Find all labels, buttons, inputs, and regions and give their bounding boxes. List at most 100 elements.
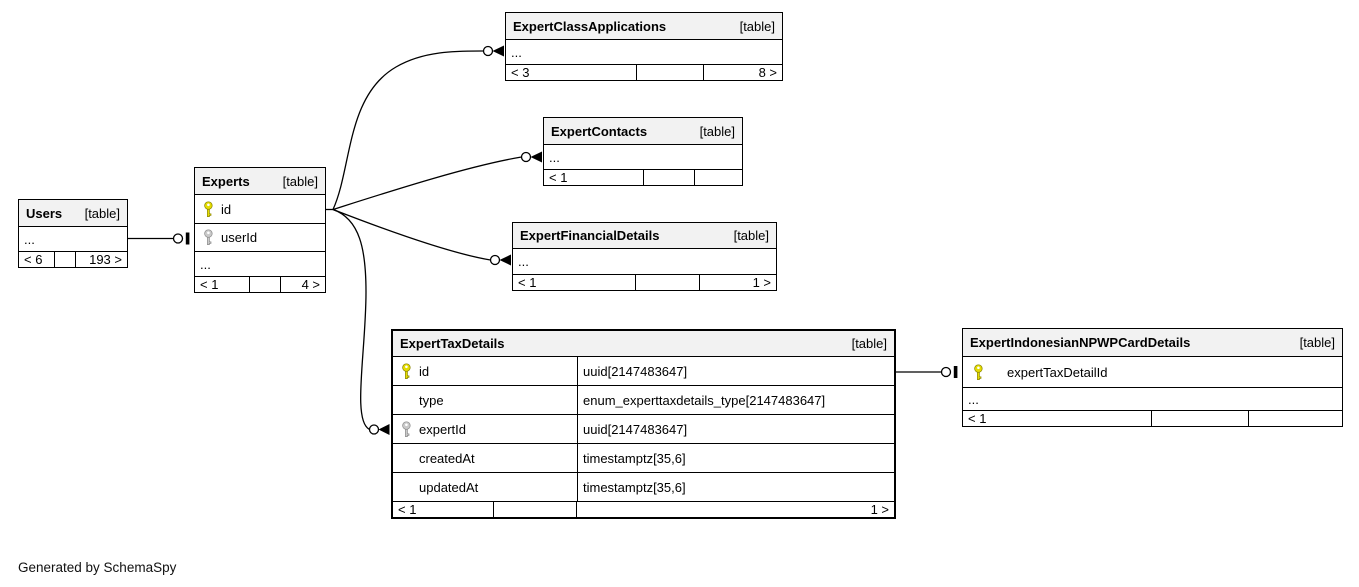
row-label: expertTaxDetailId xyxy=(1007,364,1108,380)
footer-rows-count: 193 > xyxy=(75,252,127,267)
footer-rows-count: 1 > xyxy=(576,502,894,517)
table-row: userId xyxy=(195,224,325,252)
table-expert-indonesian-npwp-card-details[interactable]: ExpertIndonesianNPWPCardDetails [table] … xyxy=(962,328,1343,427)
table-row: ... xyxy=(544,145,742,170)
row-label: id xyxy=(221,201,232,217)
table-row: ... xyxy=(19,227,127,252)
table-users-header[interactable]: Users [table] xyxy=(19,200,127,227)
cardinality-circle xyxy=(172,233,184,244)
table-name: ExpertTaxDetails xyxy=(400,336,505,351)
footer-children-count: < 1 xyxy=(398,502,417,517)
cardinality-crow xyxy=(378,424,390,435)
row-label: expertId xyxy=(419,421,466,437)
generated-by-note: Generated by SchemaSpy xyxy=(18,560,177,575)
table-tag: [table] xyxy=(739,18,775,34)
row-label: id xyxy=(419,363,430,379)
cardinality-circle xyxy=(489,254,501,266)
footer-children-count: < 1 xyxy=(968,411,987,426)
table-tag: [table] xyxy=(733,228,769,243)
row-type: uuid[2147483647] xyxy=(577,357,894,385)
footer-rows-count: 8 > xyxy=(703,65,782,80)
table-footer: < 1 4 > xyxy=(195,277,325,292)
table-name: ExpertFinancialDetails xyxy=(520,228,660,243)
table-expert-financial-details-header[interactable]: ExpertFinancialDetails [table] xyxy=(513,223,776,249)
table-footer: < 6 193 > xyxy=(19,252,127,267)
table-row: id xyxy=(195,195,325,224)
table-tag: [table] xyxy=(699,123,735,139)
table-footer: < 1 xyxy=(963,411,1342,426)
foreign-key-icon xyxy=(195,229,221,246)
table-users[interactable]: Users [table] ... < 6 193 > xyxy=(18,199,128,268)
table-expert-indonesian-npwp-card-details-header[interactable]: ExpertIndonesianNPWPCardDetails [table] xyxy=(963,329,1342,357)
row-type: timestamptz[35,6] xyxy=(577,444,894,472)
table-expert-financial-details[interactable]: ExpertFinancialDetails [table] ... < 1 1… xyxy=(512,222,777,291)
footer-mid-cell xyxy=(643,170,694,185)
footer-mid-cell xyxy=(1151,411,1248,426)
edge-experts-expertcontacts xyxy=(332,156,522,211)
table-name: Experts xyxy=(202,173,250,189)
footer-children-count: < 1 xyxy=(518,275,537,290)
row-label: ... xyxy=(518,254,529,269)
table-row: ... xyxy=(513,249,776,275)
cardinality-circle xyxy=(368,424,380,435)
row-label: updatedAt xyxy=(419,479,479,495)
table-experts[interactable]: Experts [table] id userId ... < 1 4 > xyxy=(194,167,326,293)
table-row: type enum_experttaxdetails_type[21474836… xyxy=(393,386,894,415)
row-label: ... xyxy=(511,44,522,60)
footer-mid-cell xyxy=(249,277,280,292)
table-footer: < 1 1 > xyxy=(513,275,776,290)
table-row: ... xyxy=(506,40,782,65)
table-footer: < 1 1 > xyxy=(393,502,894,517)
footer-rows-count: 4 > xyxy=(280,277,325,292)
table-row: updatedAt timestamptz[35,6] xyxy=(393,473,894,502)
table-row: ... xyxy=(963,388,1342,411)
edge-experts-expertclassapplications xyxy=(332,50,484,210)
footer-children-count: < 1 xyxy=(200,277,219,292)
row-label: ... xyxy=(968,391,979,407)
cardinality-tee xyxy=(185,232,190,245)
footer-children-count: < 1 xyxy=(549,170,568,185)
primary-key-icon xyxy=(393,362,419,380)
table-tag: [table] xyxy=(851,336,887,351)
table-tag: [table] xyxy=(1299,335,1335,350)
primary-key-icon xyxy=(195,200,221,218)
cardinality-circle xyxy=(940,366,952,378)
table-name: Users xyxy=(26,205,63,221)
table-row: expertId uuid[2147483647] xyxy=(393,415,894,444)
row-type: uuid[2147483647] xyxy=(577,415,894,443)
cardinality-tee xyxy=(953,366,958,378)
row-label: ... xyxy=(24,231,35,247)
row-label: type xyxy=(419,392,444,408)
table-experts-header[interactable]: Experts [table] xyxy=(195,168,325,195)
row-label: createdAt xyxy=(419,450,475,466)
footer-mid-cell xyxy=(493,502,576,517)
row-label: ... xyxy=(200,256,211,272)
table-row: expertTaxDetailId xyxy=(963,357,1342,388)
table-expert-class-applications[interactable]: ExpertClassApplications [table] ... < 3 … xyxy=(505,12,783,81)
table-name: ExpertIndonesianNPWPCardDetails xyxy=(970,335,1191,350)
cardinality-crow xyxy=(530,151,542,163)
row-label: ... xyxy=(549,149,560,165)
table-expert-tax-details[interactable]: ExpertTaxDetails [table] id uuid[2147483… xyxy=(391,329,896,519)
cardinality-crow xyxy=(499,254,511,266)
table-row: ... xyxy=(195,252,325,277)
edge-experts-expertfinancialdetails xyxy=(332,208,491,261)
table-expert-contacts[interactable]: ExpertContacts [table] ... < 1 xyxy=(543,117,743,186)
row-label: userId xyxy=(221,230,258,245)
table-expert-class-applications-header[interactable]: ExpertClassApplications [table] xyxy=(506,13,782,40)
row-type: timestamptz[35,6] xyxy=(577,473,894,501)
footer-rows-count xyxy=(1248,411,1342,426)
cardinality-crow xyxy=(492,45,504,57)
foreign-key-icon xyxy=(393,420,419,438)
cardinality-circle xyxy=(520,151,532,163)
table-expert-tax-details-header[interactable]: ExpertTaxDetails [table] xyxy=(393,331,894,357)
footer-rows-count: 1 > xyxy=(699,275,776,290)
row-type: enum_experttaxdetails_type[2147483647] xyxy=(577,386,894,414)
table-row: createdAt timestamptz[35,6] xyxy=(393,444,894,473)
footer-rows-count xyxy=(694,170,742,185)
footer-children-count: < 6 xyxy=(24,252,43,267)
footer-mid-cell xyxy=(635,275,699,290)
table-expert-contacts-header[interactable]: ExpertContacts [table] xyxy=(544,118,742,145)
table-name: ExpertContacts xyxy=(551,123,648,139)
